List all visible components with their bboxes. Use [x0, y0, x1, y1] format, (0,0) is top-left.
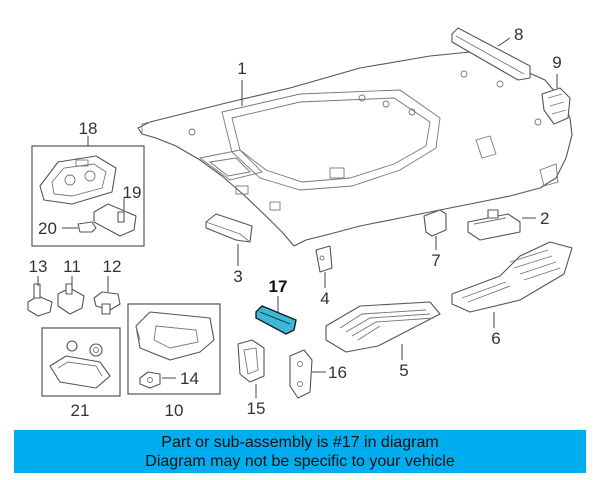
part-7-cap[interactable]	[423, 209, 447, 237]
part-13-clip[interactable]	[27, 283, 53, 317]
callout-3[interactable]: 3	[233, 267, 242, 286]
part-16-bracket[interactable]	[289, 349, 313, 399]
parts-diagram: 1 2 3 4 5 6	[27, 25, 573, 420]
callout-8[interactable]: 8	[514, 25, 523, 44]
callout-16[interactable]: 16	[328, 363, 347, 382]
part-2-clip[interactable]	[467, 209, 521, 241]
part-21-lamp[interactable]	[49, 340, 111, 389]
part-14-clip[interactable]	[139, 371, 161, 389]
part-18-dome-lamp[interactable]	[39, 155, 117, 205]
callout-5[interactable]: 5	[399, 361, 408, 380]
callout-14[interactable]: 14	[180, 369, 199, 388]
banner-line-part-number: Part or sub-assembly is #17 in diagram	[161, 434, 439, 451]
part-6-trim[interactable]	[451, 241, 573, 313]
part-19-lens[interactable]	[93, 203, 137, 237]
part-9-bracket[interactable]	[541, 87, 571, 125]
callout-4[interactable]: 4	[320, 289, 329, 308]
part-20-bulb[interactable]	[77, 221, 97, 233]
callout-18[interactable]: 18	[79, 119, 98, 138]
callout-6[interactable]: 6	[491, 329, 500, 348]
callout-21[interactable]: 21	[71, 401, 90, 420]
info-banner: Part or sub-assembly is #17 in diagram D…	[14, 430, 586, 473]
callout-11[interactable]: 11	[63, 257, 81, 276]
leader-8	[497, 37, 511, 47]
callout-7[interactable]: 7	[431, 251, 440, 270]
part-17-highlighted[interactable]	[255, 305, 297, 335]
banner-line-disclaimer: Diagram may not be specific to your vehi…	[145, 453, 455, 470]
callout-13[interactable]: 13	[29, 257, 48, 276]
callout-10[interactable]: 10	[165, 401, 184, 420]
part-headliner[interactable]	[137, 51, 573, 247]
callout-9[interactable]: 9	[552, 53, 561, 72]
part-12-clip[interactable]	[93, 291, 121, 315]
callout-17[interactable]: 17	[269, 277, 288, 296]
part-15-cover[interactable]	[237, 339, 265, 383]
callout-19[interactable]: 19	[123, 183, 142, 202]
part-3-pad[interactable]	[205, 213, 253, 243]
callout-20[interactable]: 20	[38, 219, 57, 238]
part-5-panel[interactable]	[325, 301, 441, 353]
part-8-strip[interactable]	[451, 27, 531, 81]
part-4-bracket[interactable]	[315, 245, 333, 273]
callout-12[interactable]: 12	[103, 257, 122, 276]
part-11-clip[interactable]	[57, 283, 85, 315]
callout-1[interactable]: 1	[237, 59, 246, 78]
part-10-sun-visor[interactable]	[135, 311, 215, 361]
callout-2[interactable]: 2	[540, 209, 549, 228]
callout-15[interactable]: 15	[247, 399, 266, 418]
